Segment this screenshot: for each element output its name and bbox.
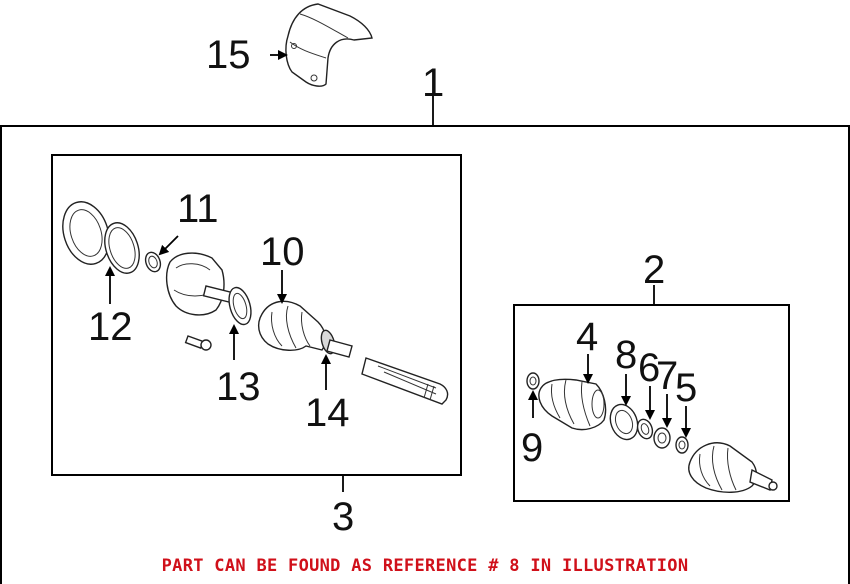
clamp-part-8 — [609, 403, 639, 441]
callout-12: 12 — [88, 305, 133, 349]
bolt — [184, 335, 212, 351]
callout-6: 6 — [638, 346, 660, 390]
assembly-frame — [0, 125, 850, 584]
callout-7: 7 — [656, 354, 678, 398]
heat-shield-part-15 — [285, 3, 373, 87]
drive-shaft — [326, 339, 449, 405]
clamp-ring-part-13 — [228, 286, 252, 326]
callout-5: 5 — [675, 366, 697, 410]
snap-ring-part-11 — [144, 251, 162, 273]
callout-9: 9 — [521, 426, 543, 470]
callout-3: 3 — [332, 495, 354, 539]
reference-footnote: PART CAN BE FOUND AS REFERENCE # 8 IN IL… — [161, 556, 689, 576]
leader-11 — [158, 235, 179, 256]
inner-boot-part-10 — [257, 300, 327, 351]
seal-ring-part-12 — [62, 201, 140, 274]
callout-4: 4 — [576, 315, 598, 359]
outer-boot-part-4 — [538, 378, 607, 431]
snap-ring-part-5 — [675, 436, 689, 454]
outer-joint-frame — [513, 304, 790, 502]
callout-8: 8 — [615, 333, 637, 377]
outer-cv-joint — [688, 442, 778, 493]
callout-2: 2 — [643, 248, 665, 292]
washer-part-7 — [653, 427, 671, 449]
inner-joint-housing — [165, 252, 238, 316]
callout-1: 1 — [422, 61, 444, 105]
callout-15: 15 — [206, 33, 251, 77]
ring-part-6 — [636, 418, 654, 440]
inner-joint-frame — [51, 154, 462, 476]
clip-part-9 — [526, 372, 540, 390]
callout-13: 13 — [216, 365, 261, 409]
callout-14: 14 — [305, 391, 350, 435]
callout-10: 10 — [260, 230, 305, 274]
callout-11: 11 — [177, 187, 219, 231]
